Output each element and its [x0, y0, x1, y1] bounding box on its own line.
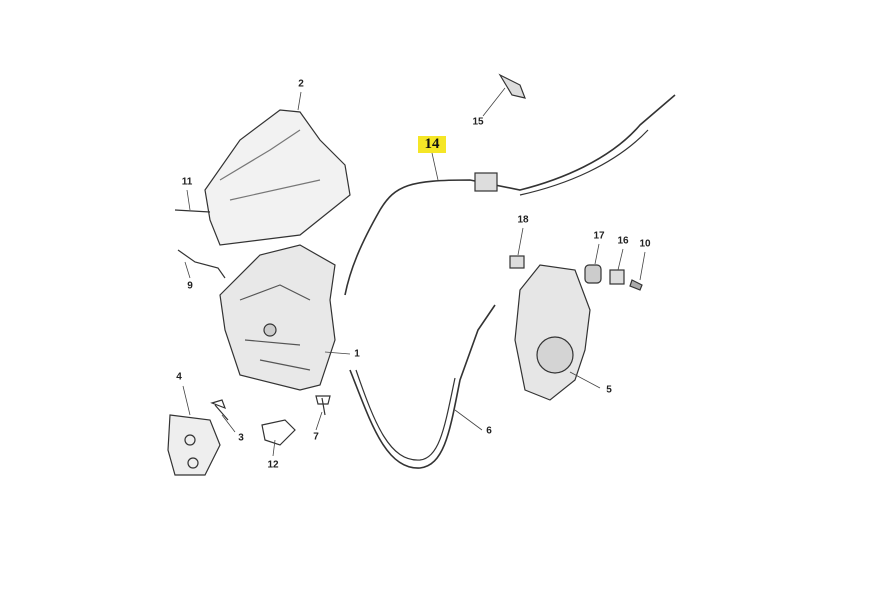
part-17-grommet	[584, 264, 602, 284]
part-2-cover	[204, 109, 351, 246]
part-4-plate	[167, 414, 221, 476]
part-7-screw	[315, 395, 331, 416]
part-10-screw	[629, 279, 643, 291]
part-label-1: 1	[354, 348, 360, 360]
highlighted-part-label-14[interactable]: 14	[418, 136, 446, 153]
part-5-actuator	[514, 264, 591, 401]
part-6-cable	[349, 304, 496, 469]
part-9-clip	[177, 249, 226, 279]
part-label-17: 17	[593, 230, 605, 242]
part-label-16: 16	[617, 235, 629, 247]
part-12-clip	[261, 419, 296, 446]
part-3-screw	[210, 399, 229, 421]
part-15-screw	[498, 73, 526, 99]
part-1-lock	[219, 244, 336, 391]
part-label-11: 11	[181, 176, 193, 188]
part-16-bushing	[609, 269, 625, 285]
part-label-10: 10	[639, 238, 651, 250]
part-label-7: 7	[313, 431, 319, 443]
part-label-5: 5	[606, 384, 612, 396]
part-11-pin	[174, 209, 211, 213]
part-18-bushing	[509, 255, 525, 269]
part-label-18: 18	[517, 214, 529, 226]
part-label-4: 4	[176, 371, 182, 383]
part-label-15: 15	[472, 116, 484, 128]
part-label-6: 6	[486, 425, 492, 437]
part-label-2: 2	[298, 78, 304, 90]
part-label-9: 9	[187, 280, 193, 292]
part-label-3: 3	[238, 432, 244, 444]
part-14-cable	[344, 94, 676, 296]
part-label-12: 12	[267, 459, 279, 471]
